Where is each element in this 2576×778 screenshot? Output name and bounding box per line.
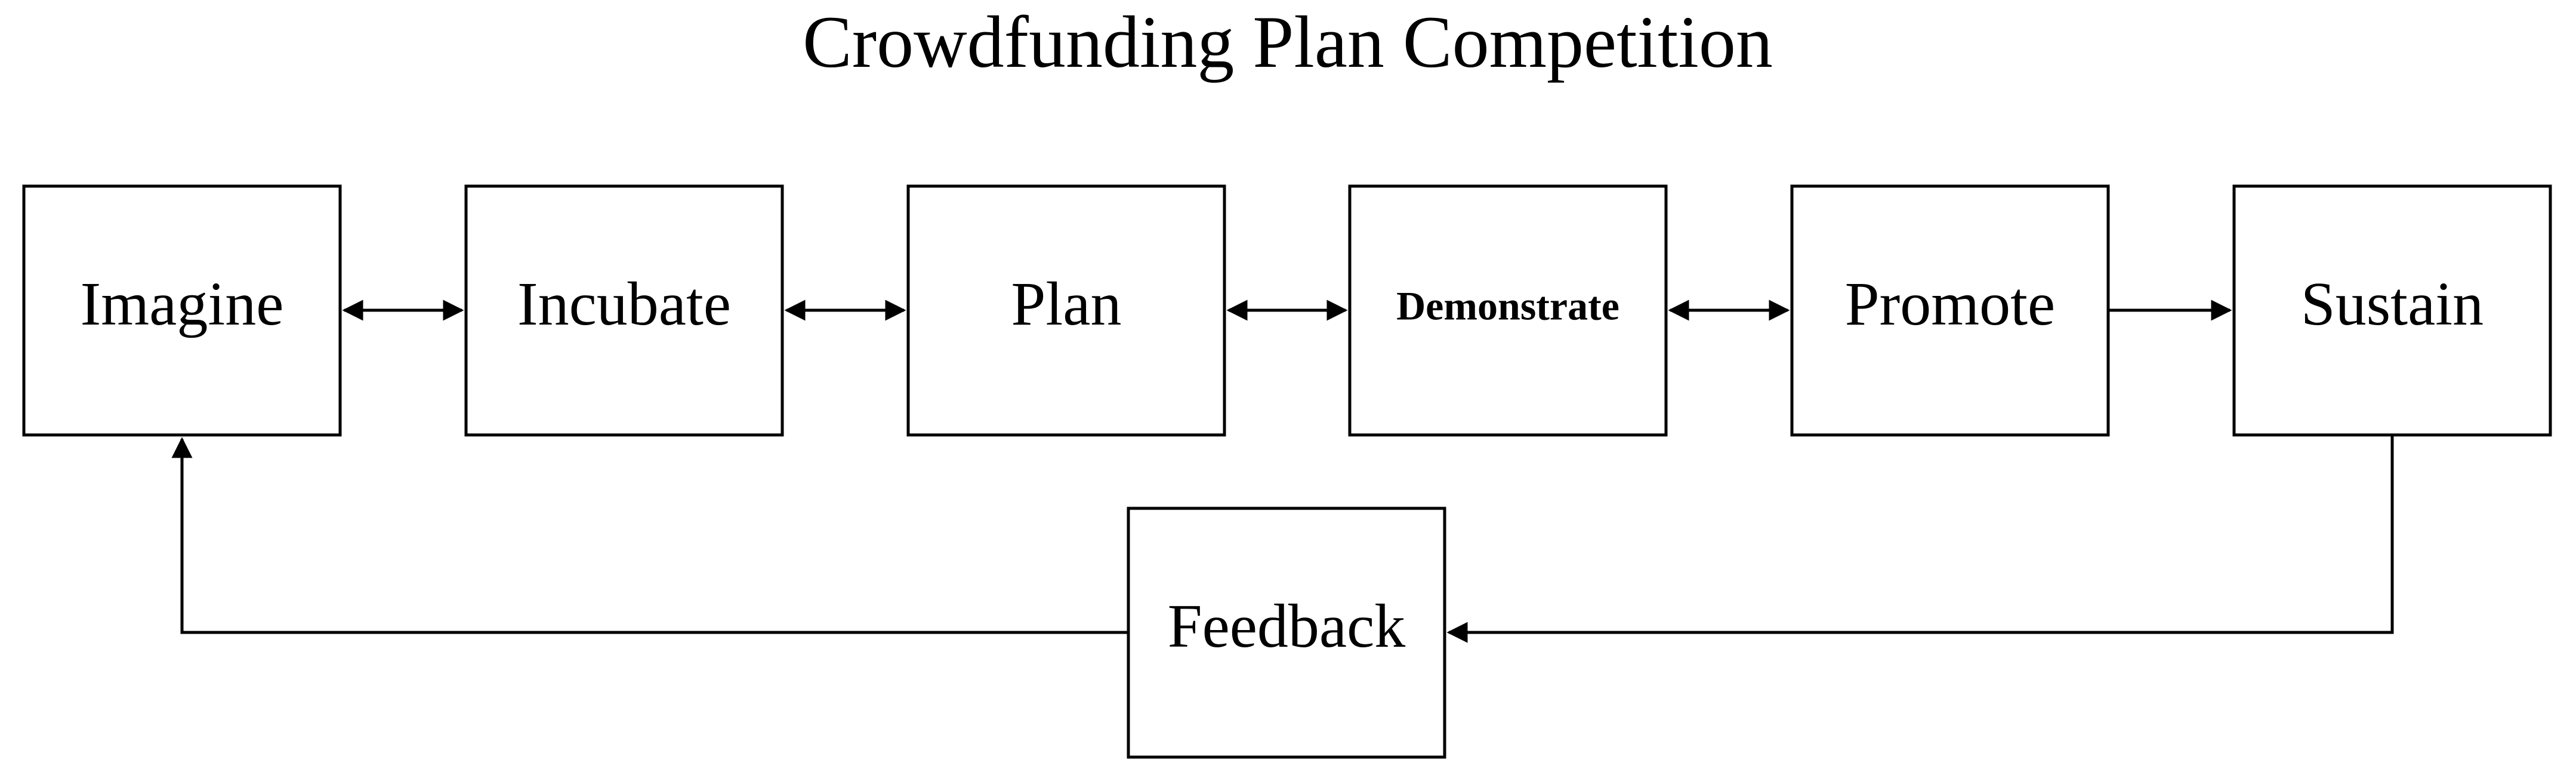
- node-feedback: Feedback: [1127, 507, 1446, 759]
- node-plan-label: Plan: [1011, 270, 1122, 338]
- node-promote: Promote: [1790, 184, 2110, 437]
- arrow-feedback-imagine: [171, 437, 1128, 634]
- node-demonstrate-label: Demonstrate: [1396, 283, 1619, 329]
- node-demonstrate: Demonstrate: [1348, 184, 1668, 437]
- node-incubate: Incubate: [464, 184, 784, 437]
- node-imagine: Imagine: [22, 184, 342, 437]
- node-sustain: Sustain: [2232, 184, 2552, 437]
- node-imagine-label: Imagine: [81, 270, 284, 338]
- node-sustain-label: Sustain: [2301, 270, 2484, 338]
- arrow-sustain-feedback: [1446, 435, 2394, 643]
- node-promote-label: Promote: [1845, 270, 2055, 338]
- node-incubate-label: Incubate: [517, 270, 731, 338]
- node-feedback-label: Feedback: [1168, 592, 1405, 660]
- diagram-title: Crowdfunding Plan Competition: [803, 1, 1773, 83]
- node-plan: Plan: [906, 184, 1226, 437]
